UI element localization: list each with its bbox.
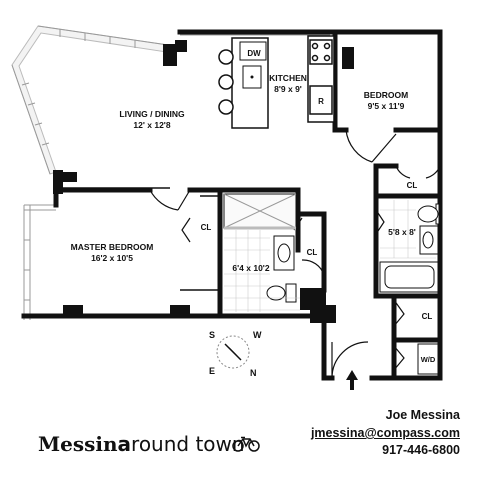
living-room-dims: 12' x 12'8 [133, 120, 170, 130]
master-bedroom-name: MASTER BEDROOM [71, 242, 154, 252]
kitchen-name: KITCHEN [269, 73, 307, 83]
master-bath-tile [224, 230, 300, 312]
master-bath-dims: 6'4 x 10'2 [232, 263, 269, 273]
brand-part3: round town [131, 432, 245, 456]
window-mullions [21, 29, 136, 301]
compass-w: W [253, 330, 262, 340]
washer-dryer[interactable] [417, 343, 439, 375]
kitchen-counter[interactable] [307, 35, 335, 123]
bicycle-icon [232, 436, 260, 452]
dishwasher-label: DW [247, 49, 261, 58]
bedroom-dims: 9'5 x 11'9 [368, 101, 405, 111]
brand-part2: a [117, 432, 132, 456]
closet-label-bedroom: CL [407, 181, 418, 190]
entry-arrow-icon [346, 370, 358, 390]
contact-name: Joe Messina [385, 408, 460, 422]
bedroom-name: BEDROOM [364, 90, 408, 100]
contact-email-link[interactable]: jmessina@compass.com [310, 426, 460, 440]
kitchen-dims: 8'9 x 9' [274, 84, 302, 94]
thin-walls [56, 187, 220, 291]
living-room-name: LIVING / DINING [119, 109, 185, 119]
second-bath-dims: 5'8 x 8' [388, 227, 416, 237]
contact-phone: 917-446-6800 [382, 443, 460, 457]
kitchen-island[interactable] [218, 37, 269, 129]
master-bath-fixtures[interactable] [223, 193, 297, 303]
doors[interactable] [149, 129, 441, 379]
brand-logo: Messinaround town [38, 432, 245, 457]
second-bath-tile [380, 200, 436, 259]
compass-s: S [209, 330, 215, 340]
compass-n: N [250, 368, 257, 378]
compass-e: E [209, 366, 215, 376]
washer-dryer-label: W/D [421, 355, 436, 364]
second-bath-fixtures[interactable] [379, 203, 440, 293]
compass-icon: N S E W [209, 330, 262, 378]
brand-part1: Messin [38, 432, 118, 456]
fridge-label: R [318, 97, 324, 106]
closet-label-master: CL [201, 223, 212, 232]
closet-label-hall: CL [307, 248, 318, 257]
master-bedroom-dims: 16'2 x 10'5 [91, 253, 133, 263]
structural-columns[interactable] [53, 40, 354, 323]
closet-label-lower: CL [422, 312, 433, 321]
